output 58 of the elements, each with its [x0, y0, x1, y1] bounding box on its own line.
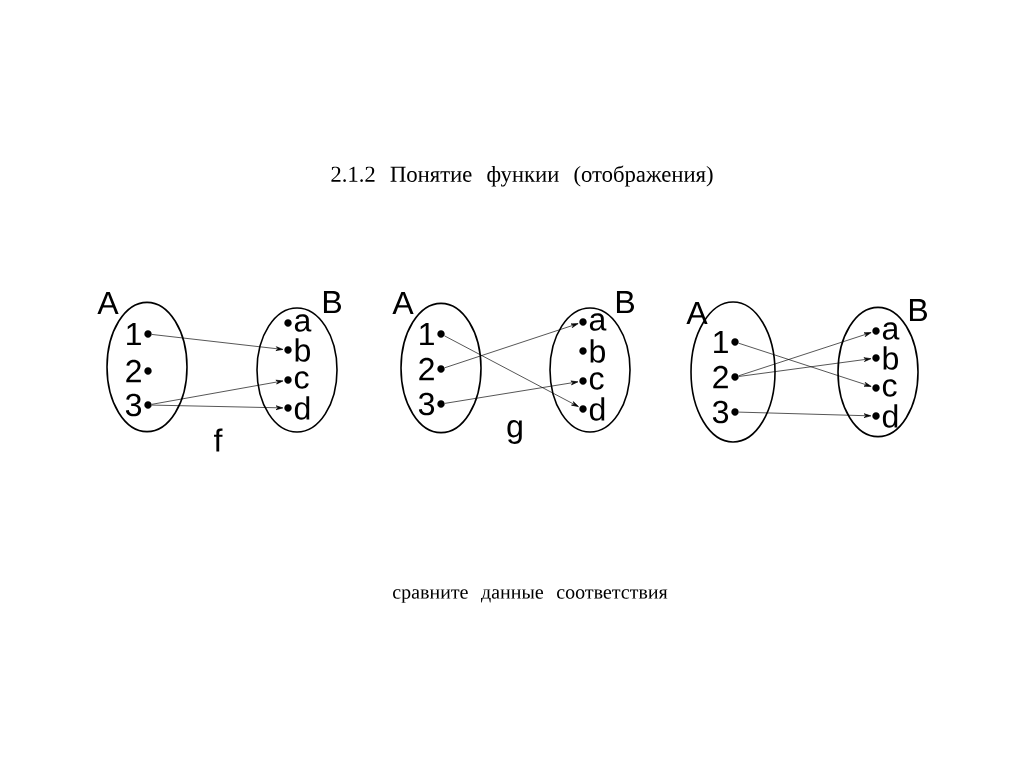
- element-point: 3: [418, 392, 445, 416]
- element-point: 1: [127, 323, 152, 345]
- title: 2.1.2 Понятие функии (отображения): [331, 165, 713, 187]
- element-point: 1: [420, 323, 445, 345]
- node-label: 3: [418, 392, 435, 416]
- element-point: d: [579, 397, 605, 421]
- element-point: a: [872, 322, 900, 340]
- node-label: a: [589, 313, 607, 331]
- element-point: 2: [419, 357, 445, 381]
- node-label: 3: [125, 393, 142, 417]
- element-point: 3: [125, 393, 152, 417]
- arrow: [738, 332, 872, 377]
- node-label: b: [883, 346, 898, 370]
- element-point: 2: [713, 365, 739, 389]
- node-label: 1: [714, 330, 728, 354]
- caption: сравните данные соответствия: [393, 589, 668, 603]
- arrow: [151, 404, 284, 411]
- node-label: d: [294, 396, 310, 420]
- node-label: b: [590, 339, 605, 363]
- function-name: f: [214, 428, 223, 452]
- arrow: [444, 323, 579, 369]
- arrow: [738, 411, 872, 418]
- element-point: b: [284, 338, 310, 362]
- element-point: b: [579, 339, 605, 363]
- node-label: 1: [420, 322, 434, 346]
- node-label: d: [882, 404, 898, 428]
- node-label: 2: [126, 359, 141, 383]
- node-label: d: [589, 397, 605, 421]
- element-point: b: [872, 346, 898, 370]
- node-label: B: [616, 290, 634, 314]
- node-label: 2: [713, 365, 728, 389]
- arrow: [444, 380, 579, 404]
- arrow: [444, 335, 579, 407]
- node-label: 1: [127, 322, 141, 346]
- element-point: 2: [126, 359, 152, 383]
- element-point: 3: [712, 400, 739, 424]
- node-label: 2: [419, 357, 434, 381]
- element-point: a: [579, 313, 607, 331]
- arrow: [738, 342, 872, 387]
- element-point: c: [579, 372, 604, 390]
- node-label: a: [882, 322, 900, 340]
- element-point: c: [872, 379, 897, 397]
- element-point: 1: [714, 331, 739, 353]
- arrow: [151, 379, 284, 405]
- node-label: B: [323, 290, 341, 314]
- node-label: c: [882, 379, 897, 397]
- node-label: a: [294, 314, 312, 332]
- element-point: d: [284, 396, 310, 420]
- node-label: c: [589, 372, 604, 390]
- arrow: [151, 334, 284, 351]
- node-label: c: [294, 371, 309, 389]
- element-point: c: [284, 371, 309, 389]
- arrow: [738, 357, 872, 377]
- node-label: 3: [712, 400, 729, 424]
- function-name: g: [507, 420, 522, 444]
- element-point: d: [872, 404, 898, 428]
- element-point: a: [284, 314, 312, 332]
- node-label: b: [295, 338, 310, 362]
